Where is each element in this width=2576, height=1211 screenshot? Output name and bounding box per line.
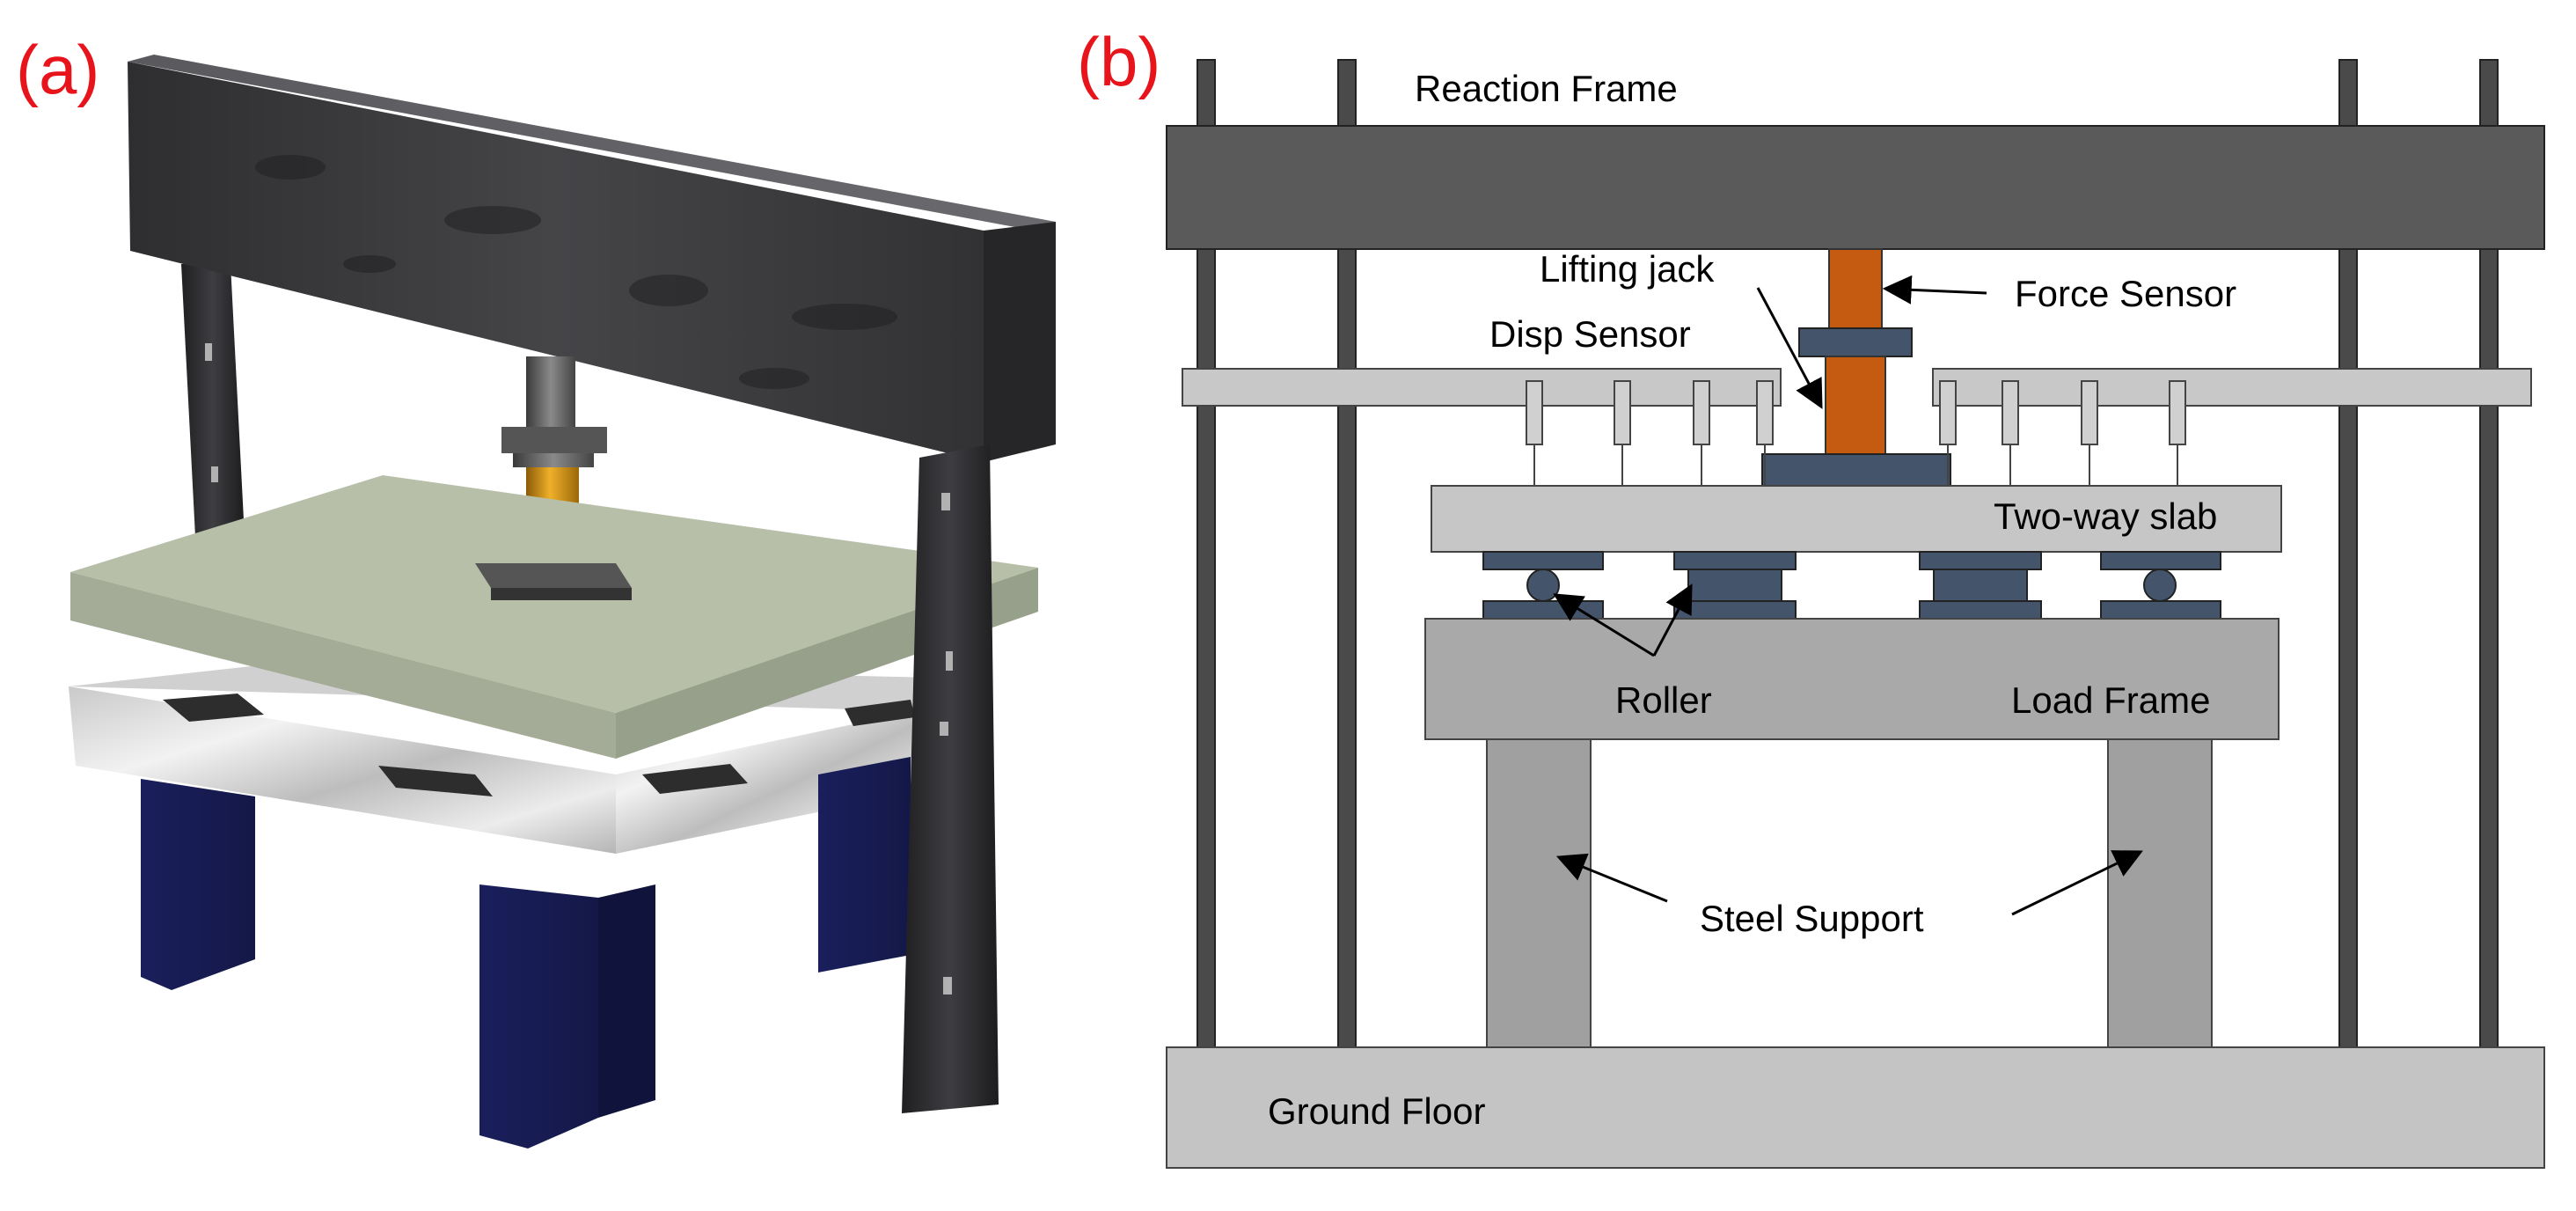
- render-slab-front: [70, 572, 616, 759]
- label-lifting-jack: Lifting jack: [1540, 248, 1715, 290]
- roller-right: [2143, 569, 2177, 602]
- render-support-plate-3: [642, 764, 748, 794]
- render-jack-top-plate: [501, 427, 607, 453]
- render-leg-back-right: [818, 757, 911, 972]
- disp-sensors: [1526, 380, 2186, 445]
- load-frame: [1424, 618, 2280, 740]
- panel-b-schematic: Reaction Frame Lifting jack Force Sensor…: [1166, 59, 2545, 1169]
- fixed-support-left: [1673, 551, 1797, 620]
- disp-sensor-7: [2081, 380, 2098, 445]
- panel-label-b: (b): [1077, 23, 1160, 100]
- sensor-beam-right: [1932, 368, 2532, 407]
- label-steel-support: Steel Support: [1700, 898, 1924, 939]
- arrow-steel-support-left: [1555, 853, 1668, 903]
- disp-sensor-1: [1526, 380, 1543, 445]
- render-leg-front: [479, 884, 598, 1149]
- render-load-frame-front: [69, 686, 616, 854]
- render-jack-collar: [513, 453, 594, 467]
- two-way-slab: [1431, 485, 2282, 553]
- lifting-jack-body: [1825, 356, 1886, 455]
- arrow-lifting-jack: [1756, 287, 1823, 409]
- label-ground-floor: Ground Floor: [1268, 1090, 1485, 1132]
- render-jack-base-plate-front: [491, 588, 632, 600]
- disp-sensor-5: [1939, 380, 1957, 445]
- steel-support-right: [2107, 738, 2213, 1048]
- disp-sensor-4: [1756, 380, 1774, 445]
- arrow-steel-support-right: [2011, 850, 2143, 916]
- render-support-plate-4: [845, 700, 915, 726]
- render-beam-texture: [255, 155, 897, 389]
- label-force-sensor: Force Sensor: [2015, 273, 2236, 314]
- disp-sensor-6: [2002, 380, 2019, 445]
- arrow-roller-left: [1553, 593, 1655, 657]
- render-load-frame-side: [616, 711, 915, 854]
- render-beam-top: [128, 55, 1056, 231]
- sensor-beam-left: [1182, 368, 1782, 407]
- label-disp-sensor: Disp Sensor: [1489, 313, 1691, 355]
- disp-sensor-probes: [1533, 444, 2178, 486]
- fixed-support-right: [1919, 551, 2042, 620]
- label-reaction-frame: Reaction Frame: [1415, 68, 1678, 109]
- disp-sensor-8: [2169, 380, 2186, 445]
- label-roller: Roller: [1615, 679, 1712, 721]
- force-sensor-plate: [1798, 327, 1913, 357]
- render-leg-front-side: [598, 884, 655, 1118]
- render-beam-front: [128, 62, 984, 462]
- roller-left: [1526, 569, 1560, 602]
- render-support-plate-1: [163, 694, 264, 722]
- render-beam-end: [984, 222, 1056, 462]
- roller-support-left: [1482, 551, 1604, 620]
- force-sensor-rod: [1828, 248, 1883, 329]
- render-post-back-left: [181, 264, 245, 537]
- render-support-plate-2: [378, 766, 493, 796]
- arrow-force-sensor: [1882, 275, 1987, 305]
- reaction-frame-beam: [1166, 125, 2545, 250]
- lifting-jack-base: [1761, 453, 1951, 487]
- panel-label-a: (a): [16, 31, 99, 108]
- render-post-highlights: [205, 343, 953, 994]
- render-post-front-right: [902, 444, 999, 1113]
- panel-a-render: [69, 55, 1056, 1149]
- render-jack-base-plate: [475, 563, 632, 588]
- label-load-frame: Load Frame: [2011, 679, 2210, 721]
- render-leg-back-left: [141, 779, 255, 990]
- roller-support-right: [2100, 551, 2221, 620]
- label-two-way-slab: Two-way slab: [1994, 495, 2217, 537]
- ground-floor: [1166, 1046, 2545, 1169]
- steel-support-left: [1486, 738, 1592, 1048]
- render-jack-stem: [526, 356, 575, 427]
- disp-sensor-2: [1614, 380, 1631, 445]
- arrow-roller-right: [1652, 583, 1693, 657]
- disp-sensor-3: [1693, 380, 1710, 445]
